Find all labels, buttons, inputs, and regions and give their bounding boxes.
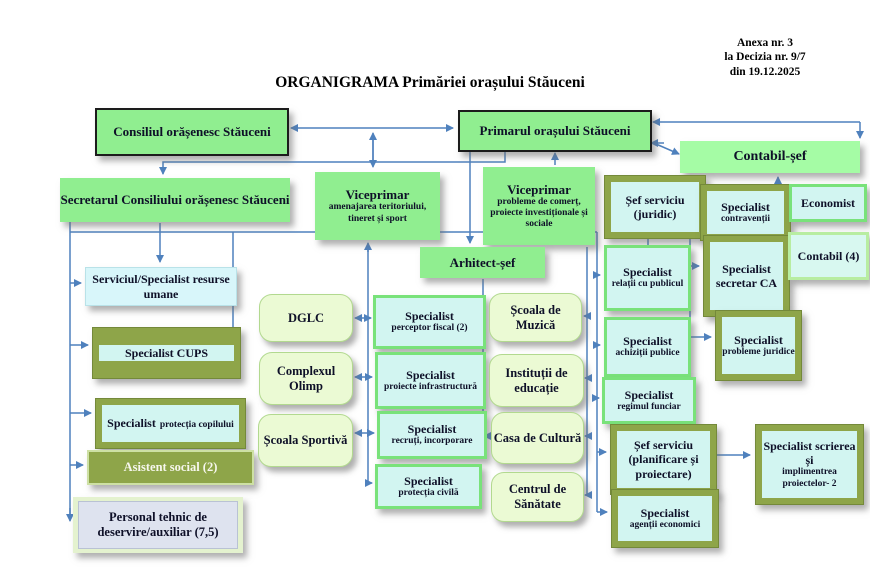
node-label: Specialist — [734, 332, 783, 347]
node-label: Instituții de educație — [505, 365, 568, 395]
node-specialist-contraventii: Specialist contravenții — [700, 184, 791, 241]
node-label: Specialist — [721, 199, 770, 214]
node-label: Specialist — [640, 505, 690, 520]
node-sef-serviciu-juridic: Șef serviciu (juridic) — [604, 175, 706, 239]
node-label: Arhitect-șef — [449, 254, 516, 270]
node-specialist-agentii-economici: Specialist agenții economici — [611, 489, 719, 548]
node-label: Școala de Muzică — [510, 302, 561, 332]
node-asistent-social: Asistent social (2) — [87, 450, 254, 485]
node-casa-de-cultura: Casa de Cultură — [491, 412, 584, 464]
node-contabil-4: Contabil (4) — [788, 232, 869, 280]
node-label: Specialist CUPS — [124, 345, 208, 360]
node-label: Specialist — [722, 261, 771, 276]
node-sublabel: secretar CA — [715, 276, 778, 290]
node-label: Specialist — [624, 387, 674, 402]
node-label: Complexul Olimp — [276, 363, 336, 393]
node-label: Viceprimar — [345, 187, 410, 203]
node-sublabel: amenajarea teritoriului, tineret și spor… — [328, 202, 427, 224]
node-label: Centrul de Sănătate — [508, 482, 567, 511]
node-specialist-protectia-civila: Specialist protecția civilă — [375, 464, 482, 509]
node-sublabel: agenții economici — [629, 519, 701, 530]
node-label: Șef serviciu (planificare și proiectare) — [628, 438, 699, 481]
node-economist: Economist — [789, 184, 867, 222]
node-sublabel: proiecte infrastructură — [384, 381, 477, 392]
node-label: Secretarul Consiliului orășenesc Stăucen… — [60, 192, 290, 208]
node-scoala-de-muzica: Școala de Muzică — [489, 293, 582, 342]
node-label: Casa de Cultură — [493, 430, 582, 445]
node-sublabel: probleme juridice — [722, 346, 795, 357]
node-viceprimar-comert: Viceprimar probleme de comerț, proiecte … — [483, 167, 595, 245]
node-secretarul-consiliului: Secretarul Consiliului orășenesc Stăucen… — [60, 178, 290, 222]
node-complexul-olimp: Complexul Olimp — [259, 352, 353, 405]
node-label: Contabil (4) — [797, 248, 860, 263]
node-specialist-achizitii-publice: Specialist achiziții publice — [604, 317, 691, 377]
node-label: Școala Sportivă — [263, 433, 348, 448]
node-specialist-probleme-juridice: Specialist probleme juridice — [715, 310, 802, 381]
node-specialist-recruti: Specialist recruți, incorporare — [377, 411, 487, 459]
node-label: Specialist scrierea și — [763, 439, 856, 468]
node-dglc: DGLC — [259, 294, 353, 342]
node-arhitect-sef: Arhitect-șef — [420, 247, 545, 278]
node-label: Primarul orașului Stăuceni — [479, 123, 631, 139]
node-specialist-cups: Specialist CUPS — [92, 327, 241, 379]
node-specialist-protectia-copilului: Specialist protecția copilului — [95, 398, 246, 449]
node-label: DGLC — [287, 310, 325, 325]
node-label: Specialist — [405, 309, 454, 324]
node-contabil-sef: Contabil-șef — [680, 141, 860, 173]
node-label: Contabil-șef — [733, 148, 807, 164]
node-centrul-de-sanatate: Centrul de Sănătate — [491, 472, 584, 522]
node-sublabel: regimul funciar — [617, 401, 681, 412]
node-label: Specialist — [406, 367, 455, 382]
node-viceprimar-amenajare: Viceprimar amenajarea teritoriului, tine… — [315, 172, 440, 240]
node-specialist-perceptor-fiscal: Specialist perceptor fiscal (2) — [373, 295, 486, 349]
node-label: Specialist — [623, 265, 672, 280]
node-specialist-relatii-publicul: Specialist relații cu publicul — [604, 245, 691, 311]
node-specialist-proiecte-infrastructura: Specialist proiecte infrastructură — [375, 352, 486, 409]
node-sublabel: contravenții — [720, 213, 771, 224]
node-resurse-umane: Serviciul/Specialist resurse umane — [85, 267, 237, 306]
annex-annotation: Anexa nr. 3 la Decizia nr. 9/7 din 19.12… — [690, 36, 840, 79]
node-label: Specialist — [107, 416, 156, 431]
node-label: Economist — [801, 195, 855, 210]
node-label: Specialist — [404, 473, 453, 488]
node-label: Serviciul/Specialist resurse umane — [92, 272, 230, 301]
page-title-main: ORGANIGRAMA — [275, 74, 399, 91]
node-consiliul-orasenesc: Consiliul orășenesc Stăuceni — [95, 108, 289, 156]
node-scoala-sportiva: Școala Sportivă — [258, 414, 353, 467]
node-specialist-scrierea-proiectelor: Specialist scrierea și implimentrea proi… — [755, 424, 864, 505]
annex-line: la Decizia nr. 9/7 — [724, 51, 806, 64]
node-sublabel: achiziții publice — [615, 348, 680, 359]
node-sublabel: probleme de comerț, proiecte investițion… — [490, 196, 588, 230]
annex-line: din 19.12.2025 — [729, 65, 801, 78]
annex-line: Anexa nr. 3 — [736, 37, 794, 49]
node-label: Asistent social (2) — [123, 460, 218, 475]
node-label: Personal tehnic de deservire/auxiliar (7… — [97, 510, 219, 539]
node-sublabel: protecția copilului — [159, 420, 234, 431]
node-personal-tehnic: Personal tehnic de deservire/auxiliar (7… — [73, 497, 243, 553]
node-sef-serviciu-planificare: Șef serviciu (planificare și proiectare) — [610, 424, 717, 495]
node-specialist-regimul-funciar: Specialist regimul funciar — [602, 377, 696, 424]
node-sublabel: perceptor fiscal (2) — [391, 323, 468, 334]
node-sublabel: implimentrea proiectelor- 2 — [782, 467, 837, 489]
page-title: ORGANIGRAMA Primăriei orașului Stăuceni — [180, 74, 680, 92]
node-label: Consiliul orășenesc Stăuceni — [113, 124, 271, 140]
node-sublabel: protecția civilă — [398, 487, 459, 498]
node-specialist-secretar-ca: Specialist secretar CA — [703, 235, 790, 317]
node-label: Șef serviciu (juridic) — [625, 192, 685, 221]
node-label: Viceprimar — [507, 181, 571, 197]
node-sublabel: recruți, incorporare — [391, 436, 473, 447]
node-sublabel: relații cu publicul — [611, 279, 684, 290]
node-label: Specialist — [407, 422, 457, 437]
node-label: Specialist — [623, 334, 672, 349]
node-primarul: Primarul orașului Stăuceni — [458, 110, 652, 152]
node-institutii-educatie: Instituții de educație — [489, 354, 584, 407]
page-title-rest: Primăriei orașului Stăuceni — [402, 74, 585, 91]
